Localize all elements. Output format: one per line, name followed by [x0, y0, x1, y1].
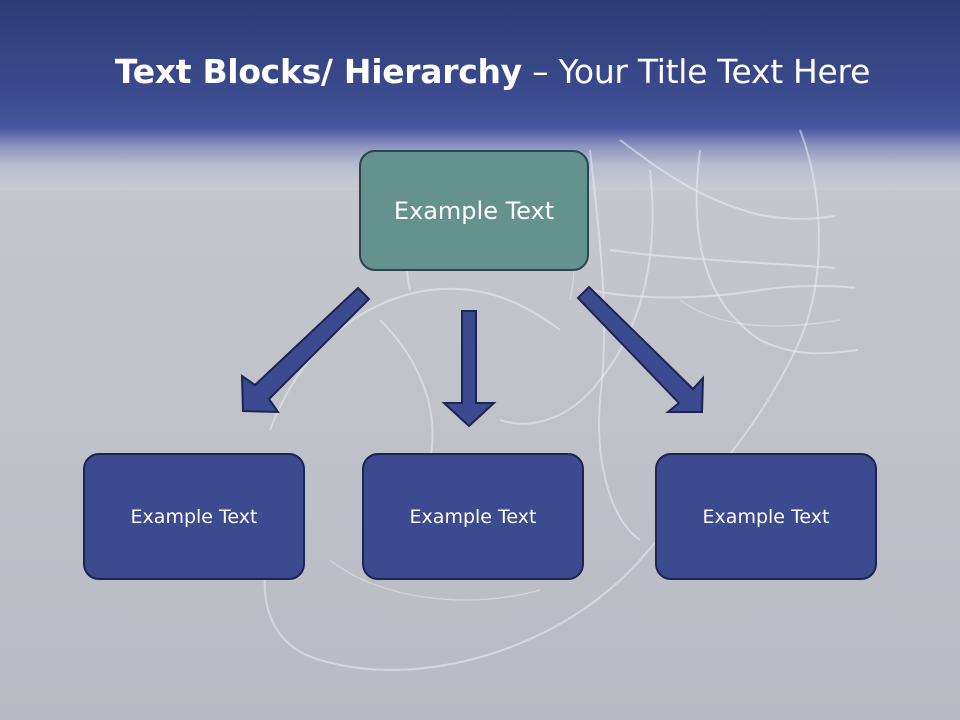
child-block-center: Example Text [362, 453, 584, 580]
top-level-block: Example Text [359, 150, 589, 271]
child-block-text: Example Text [702, 505, 830, 528]
child-block-left: Example Text [83, 453, 305, 580]
child-block-text: Example Text [130, 505, 258, 528]
child-block-right: Example Text [655, 453, 877, 580]
slide-title: Text Blocks/ Hierarchy – Your Title Text… [0, 52, 960, 91]
child-block-text: Example Text [409, 505, 537, 528]
title-regular-part: – Your Title Text Here [521, 52, 871, 91]
arrow-to-left-child [240, 286, 371, 414]
arrow-to-center-child [441, 310, 497, 428]
top-level-block-text: Example Text [393, 196, 555, 225]
title-bold-part: Text Blocks/ Hierarchy [114, 52, 522, 91]
arrow-to-right-child [576, 285, 705, 413]
